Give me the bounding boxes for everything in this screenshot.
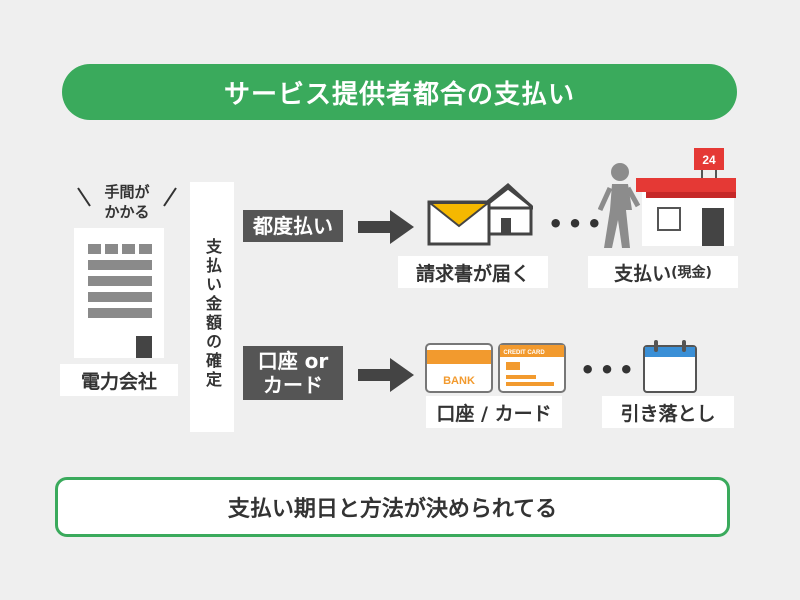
method-account-line2: カード (263, 373, 323, 397)
store-sign-text: 24 (702, 153, 716, 167)
hassle-line-2: かかる (104, 203, 150, 221)
footer-summary: 支払い期日と方法が決められてる (55, 477, 730, 537)
step-account-card: 口座 / カード (426, 396, 562, 428)
amount-confirm-text: 支払い金額の確定 (203, 238, 222, 390)
step-invoice-arrives: 請求書が届く (398, 256, 548, 288)
method-per-use: 都度払い (243, 210, 343, 242)
person-store-icon: 24 (598, 148, 736, 248)
amount-confirm-box: 支払い金額の確定 (190, 182, 234, 432)
method-account-line1: 口座 or (257, 349, 329, 373)
emphasis-lines-icon (77, 187, 177, 207)
calendar-icon (643, 340, 697, 393)
arrow-right-icon (358, 210, 414, 244)
step-pay-cash: 支払い(現金) (588, 256, 738, 288)
company-label: 電力会社 (60, 364, 178, 396)
arrow-right-icon (358, 358, 414, 392)
bank-card-icon: BANK CREDIT CARD (425, 343, 566, 393)
hassle-line-1: 手間が (104, 183, 150, 201)
bank-text: BANK (443, 375, 475, 387)
step-pay-sub: (現金) (671, 265, 712, 281)
envelope-house-icon (427, 183, 533, 246)
method-account-card: 口座 or カード (243, 346, 343, 400)
diagram-title: サービス提供者都合の支払い (62, 64, 737, 120)
step-pay-main: 支払い (614, 262, 672, 285)
step-debit: 引き落とし (602, 396, 734, 428)
ellipsis-1: ••• (548, 210, 607, 238)
card-text: CREDIT CARD (503, 350, 545, 356)
building-icon (74, 228, 164, 358)
ellipsis-2: ••• (580, 356, 639, 384)
hassle-note: 手間が かかる (72, 180, 182, 224)
